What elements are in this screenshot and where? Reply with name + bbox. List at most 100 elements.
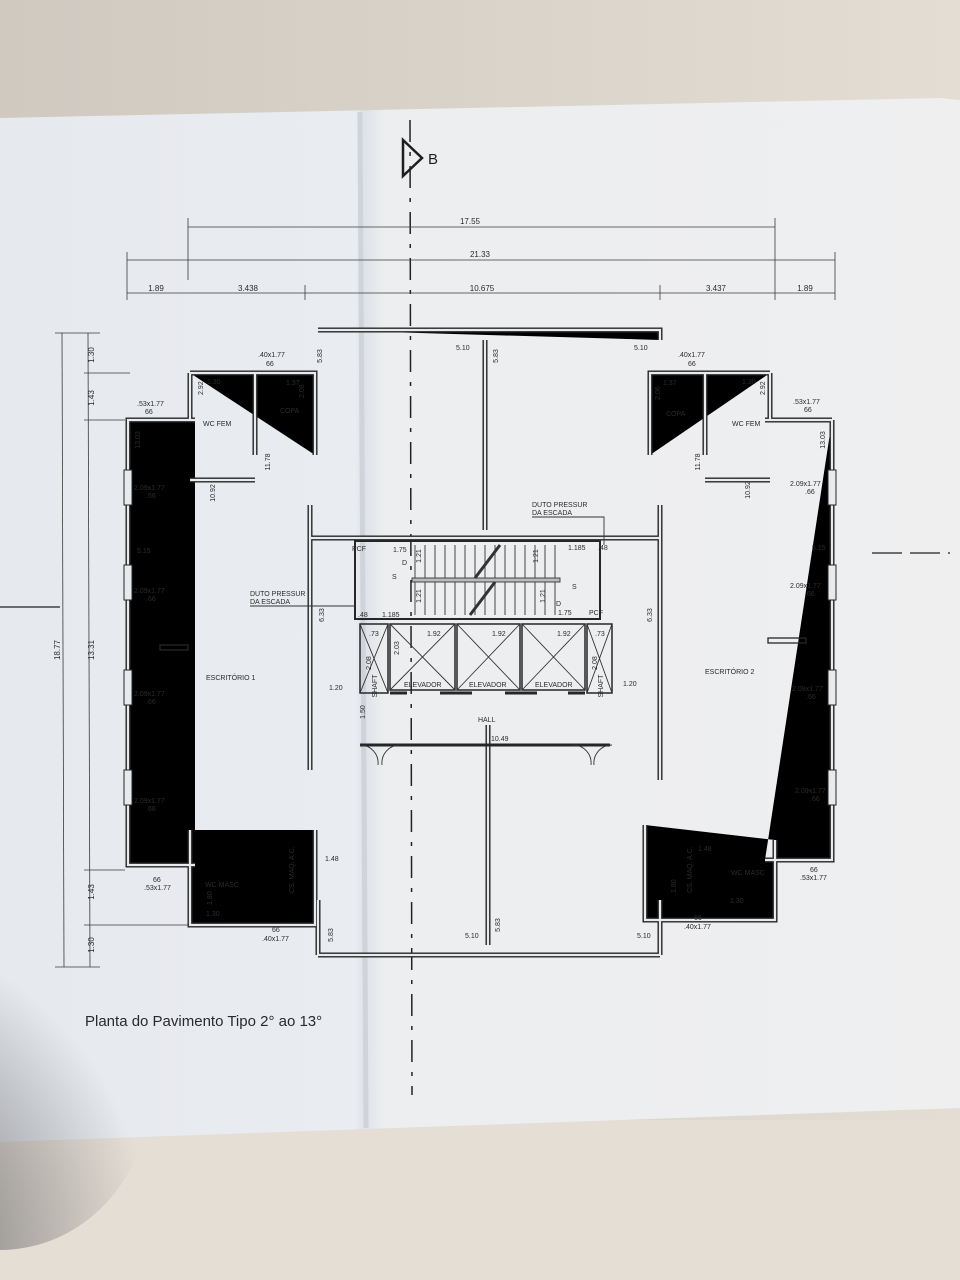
room-wc-masc: WC MASC — [731, 870, 765, 877]
window-sill: 66 — [810, 867, 818, 874]
window-sill: .66 — [146, 806, 156, 813]
room-wc-masc: WC MASC — [205, 882, 239, 889]
wall-dim: 5.15 — [812, 545, 826, 552]
elevator-label: ELEVADOR — [469, 682, 507, 689]
window-label: .40x1.77 — [678, 352, 705, 359]
window-label: 2.09x1.77 — [790, 481, 821, 488]
balcony-dim: 5.83 — [317, 349, 324, 363]
elevator-label: ELEVADOR — [535, 682, 573, 689]
window-sill: 66 — [145, 409, 153, 416]
core-dim: 6.33 — [319, 608, 326, 622]
window-sill: .66 — [146, 596, 156, 603]
room-cs-maq: CS. MAQ. A.C. — [687, 846, 694, 893]
balcony-dim: 5.83 — [493, 349, 500, 363]
section-arrow-icon — [401, 137, 424, 179]
flight-width: 1.21 — [416, 549, 423, 563]
dim-13-03: 13.03 — [135, 431, 142, 449]
window-label: .53x1.77 — [800, 875, 827, 882]
room-escritorio-1: ESCRITÓRIO 1 — [206, 673, 256, 682]
dim-seg: 1.30 — [87, 937, 96, 953]
stair-up-mark: S — [572, 584, 577, 591]
core: PCF 1.75 1.185 .48 D S S D 1.21 1.21 1.2… — [250, 502, 654, 766]
elevator-dim: 1.92 — [492, 631, 506, 638]
balcony-labels: 5.83 5.10 5.83 5.10 5.83 5.10 5.83 5.10 — [317, 345, 651, 942]
window-sill: .66 — [805, 591, 815, 598]
room-hall: HALL — [478, 717, 496, 724]
elevator-dim: 1.92 — [427, 631, 441, 638]
room-wc-fem: WC FEM — [203, 421, 232, 428]
landing-dim: 1.75 — [393, 547, 407, 554]
elevator-bank: .73 .73 1.92 1.92 1.92 2.03 2.08 2.08 SH… — [359, 623, 613, 698]
window-label: .40x1.77 — [262, 936, 289, 943]
window-label: 2.09x1.77 — [790, 583, 821, 590]
right-wing: .40x1.77 66 1.37 2.06 COPA WC FEM 2.92 1… — [655, 352, 827, 931]
left-dimensions: 18.77 1.30 1.43 13.31 1.43 1.30 — [53, 332, 190, 968]
dim-18-77: 18.77 — [53, 639, 62, 660]
window-sill: 66 — [266, 361, 274, 368]
copa-depth: 2.06 — [655, 386, 662, 400]
window-label: .53x1.77 — [793, 399, 820, 406]
wc-dim: 1.30 — [206, 911, 220, 918]
window-sill: .66 — [146, 699, 156, 706]
copa-width: 1.37 — [663, 380, 677, 387]
hand-shadow — [0, 930, 150, 1250]
duct-label: DA ESCADA — [532, 510, 572, 517]
room-copa: COPA — [280, 408, 300, 415]
core-dim: 6.33 — [647, 608, 654, 622]
wall-dim: 5.15 — [137, 548, 151, 555]
balcony-dim: 5.10 — [637, 933, 651, 940]
dim-seg: 1.30 — [87, 347, 96, 363]
window-sill: .66 — [146, 493, 156, 500]
duct-label: DUTO PRESSUR — [250, 591, 306, 598]
shaft-label: SHAFT — [598, 674, 605, 698]
landing-dim: 1.185 — [382, 612, 400, 619]
dim-10-92: 10.92 — [745, 481, 752, 499]
drawing-title: Planta do Pavimento Tipo 2° ao 13° — [85, 1013, 322, 1030]
window-sill: .66 — [810, 796, 820, 803]
wc-dim: 2.92 — [198, 381, 205, 395]
section-label: B — [428, 151, 438, 168]
flight-width: 1.21 — [533, 549, 540, 563]
window-label: 2.09x1.77 — [134, 798, 165, 805]
top-dimensions: 17.55 21.33 1.89 3.438 10.675 3.437 1.89 — [126, 217, 836, 300]
balcony-dim: 5.83 — [495, 918, 502, 932]
shaft-dim: 2.08 — [366, 656, 373, 670]
copa-width: 1.37 — [286, 380, 300, 387]
elevator-label: ELEVADOR — [404, 682, 442, 689]
hall-width: 10.49 — [491, 736, 509, 743]
window-label: .53x1.77 — [137, 401, 164, 408]
dim-seg: 3.437 — [706, 284, 727, 293]
flight-width: 1.21 — [416, 589, 423, 603]
room-cs-maq: CS. MAQ. A.C. — [289, 846, 296, 893]
dim-seg: 3.438 — [238, 284, 259, 293]
window-sill: .66 — [806, 694, 816, 701]
dim-seg: 1.89 — [148, 284, 164, 293]
dim-11-78: 11.78 — [695, 453, 702, 470]
dim-seg: 13.31 — [87, 639, 96, 660]
window-sill: 66 — [688, 361, 696, 368]
dim-seg: 1.43 — [87, 390, 96, 406]
side-dim: 1.20 — [329, 685, 343, 692]
balcony-dim: 5.83 — [328, 928, 335, 942]
left-wing: .40x1.77 66 1.37 2.08 COPA WC FEM 2.92 1… — [134, 352, 339, 943]
shaft-dim: .73 — [595, 631, 605, 638]
maq-dim: 1.48 — [698, 846, 712, 853]
stair-up-mark: S — [392, 574, 397, 581]
dim-17-55: 17.55 — [460, 217, 481, 226]
table-lower — [0, 1120, 960, 1280]
copa-depth: 2.08 — [299, 384, 306, 398]
window-label: 2.09x1.77 — [134, 691, 165, 698]
shaft-dim: 2.08 — [592, 656, 599, 670]
duct-dim: .48 — [358, 612, 368, 619]
section-marker: B — [401, 137, 438, 179]
maq-dim: 1.48 — [325, 856, 339, 863]
room-wc-fem: WC FEM — [732, 421, 761, 428]
elevator-dim: 1.92 — [557, 631, 571, 638]
duct-label: DA ESCADA — [250, 599, 290, 606]
stair-down-mark: D — [402, 560, 407, 567]
balcony-dim: 5.10 — [456, 345, 470, 352]
door-pcf: PCF — [352, 546, 366, 553]
wc-dim: 2.92 — [760, 381, 767, 395]
wc-dim: 1.30 — [742, 379, 756, 386]
